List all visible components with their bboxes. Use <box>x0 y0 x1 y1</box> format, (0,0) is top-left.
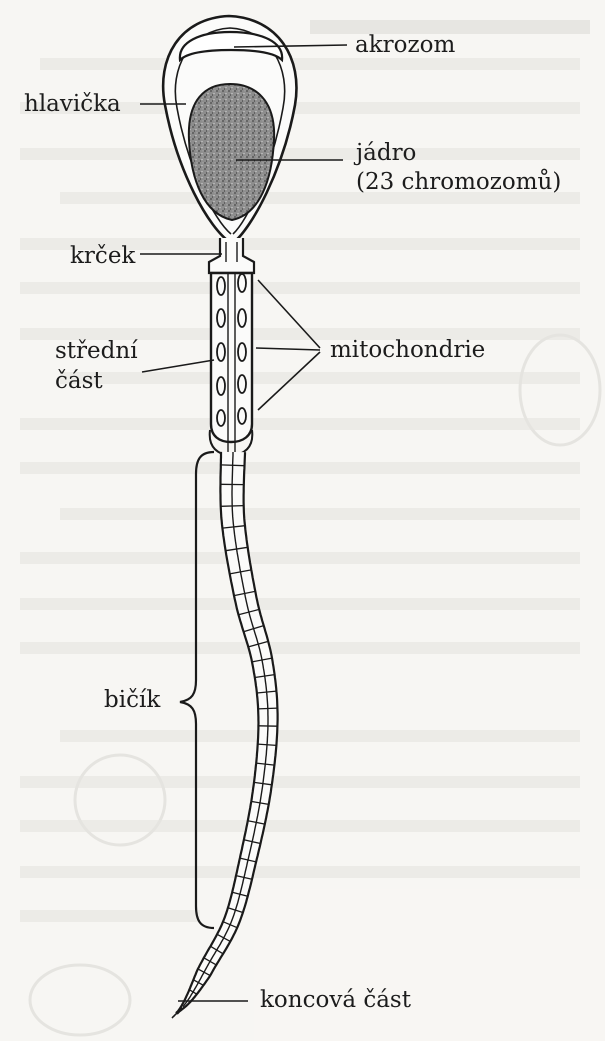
label-acrosome: akrozom <box>355 32 455 58</box>
midpiece <box>210 273 253 460</box>
label-midpiece-line2: část <box>55 368 103 394</box>
label-mitochondria: mitochondrie <box>330 337 485 363</box>
label-neck: krček <box>70 243 136 269</box>
flagellum-segment <box>221 465 245 466</box>
label-head: hlavička <box>24 91 121 117</box>
flagellum-segment <box>258 708 277 709</box>
label-nucleus-line2: (23 chromozomů) <box>356 168 561 195</box>
label-midpiece-line1: střední <box>55 338 138 364</box>
flagellum-segment <box>221 506 244 507</box>
label-nucleus-line1: jádro <box>353 140 416 166</box>
label-end-piece: koncová část <box>260 987 412 1013</box>
label-flagellum: bičík <box>104 687 161 713</box>
